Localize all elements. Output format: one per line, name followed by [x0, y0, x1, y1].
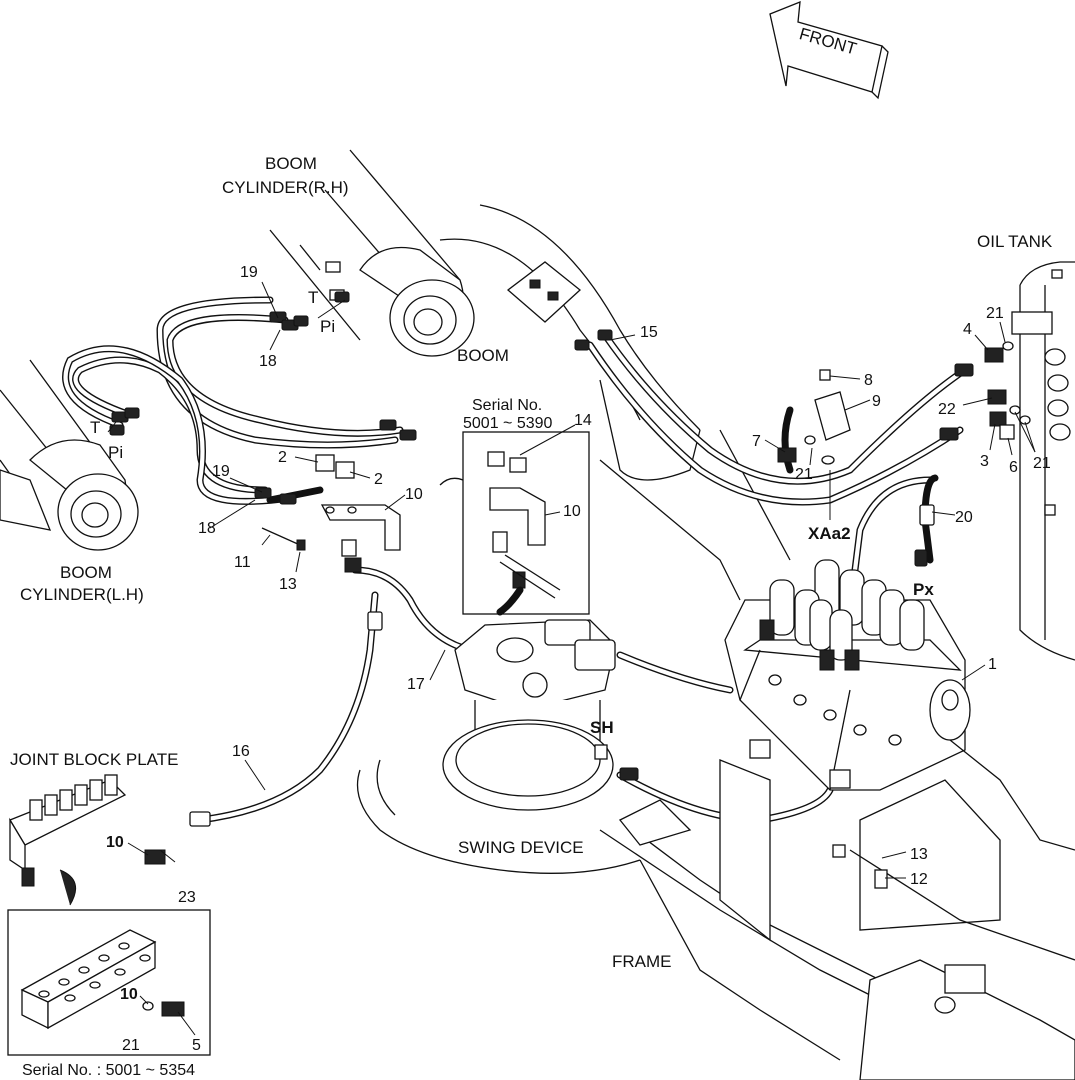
- boom-cyl-rh-label-2: CYLINDER(R.H): [222, 178, 349, 197]
- callout-11: 11: [234, 554, 251, 571]
- callout-6: 6: [1009, 459, 1018, 476]
- callout-2a: 2: [278, 449, 287, 466]
- callout-19b: 19: [212, 463, 230, 480]
- swing-device: [356, 619, 641, 874]
- port-xaa2: XAa2: [808, 524, 851, 543]
- callout-1: 1: [988, 656, 997, 673]
- port-t-left: T: [90, 418, 100, 437]
- callout-12: 12: [910, 871, 928, 888]
- callout-15: 15: [640, 324, 658, 341]
- callout-5: 5: [192, 1037, 201, 1054]
- callout-21c: 21: [1033, 455, 1051, 472]
- callout-9: 9: [872, 393, 881, 410]
- fittings: [109, 291, 974, 827]
- serial-box-label-1: Serial No.: [472, 397, 542, 414]
- callout-14: 14: [574, 412, 592, 429]
- callout-17: 17: [407, 676, 425, 693]
- callout-numbers: 1 2 2 3 4 5 6 7 8 9 10 10 10 10 11 12 13…: [106, 264, 1051, 1054]
- boom-cyl-rh-label-1: BOOM: [265, 154, 317, 173]
- boom-cyl-lh-label-2: CYLINDER(L.H): [20, 585, 144, 604]
- serial-box-label-2: 5001 ~ 5390: [463, 415, 553, 432]
- tee-fittings: [261, 454, 401, 573]
- callout-2b: 2: [374, 471, 383, 488]
- callout-19a: 19: [240, 264, 258, 281]
- tank-fittings: [984, 341, 1031, 440]
- callout-18a: 18: [259, 353, 277, 370]
- callout-3: 3: [980, 453, 989, 470]
- callout-21a: 21: [986, 305, 1004, 322]
- callout-16: 16: [232, 743, 250, 760]
- callout-10b: 10: [563, 503, 581, 520]
- port-pi-top: Pi: [320, 317, 335, 336]
- callout-10d: 10: [120, 986, 138, 1003]
- swing-device-label: SWING DEVICE: [458, 838, 584, 857]
- detail-pointer-2: [59, 869, 77, 906]
- detail-pointer: [439, 477, 464, 486]
- oil-tank: [1011, 261, 1075, 661]
- boom-cylinder-lh: [0, 359, 139, 551]
- boom-label: BOOM: [457, 346, 509, 365]
- callout-7: 7: [752, 433, 761, 450]
- serial-bottom-label: Serial No. : 5001 ~ 5354: [22, 1062, 195, 1079]
- port-sh: SH: [590, 718, 614, 737]
- port-px: Px: [913, 580, 934, 599]
- callout-8: 8: [864, 372, 873, 389]
- callout-20: 20: [955, 509, 973, 526]
- joint-block-detail-box: [7, 909, 211, 1056]
- boom-cyl-lh-label-1: BOOM: [60, 563, 112, 582]
- callout-21b: 21: [795, 466, 813, 483]
- oil-tank-label: OIL TANK: [977, 232, 1053, 251]
- port-pi-left: Pi: [108, 443, 123, 462]
- callout-10c: 10: [106, 834, 124, 851]
- frame-label: FRAME: [612, 952, 672, 971]
- joint-block-plate-label: JOINT BLOCK PLATE: [10, 750, 178, 769]
- callout-21d: 21: [122, 1037, 140, 1054]
- callout-22: 22: [938, 401, 956, 418]
- front-arrow: FRONT: [769, 0, 889, 100]
- joint-block-plate: [9, 774, 166, 887]
- callout-18b: 18: [198, 520, 216, 537]
- hoses: [62, 296, 969, 824]
- serial-detail-box: [462, 431, 590, 616]
- callout-23: 23: [178, 889, 196, 906]
- callout-13a: 13: [279, 576, 297, 593]
- frame: [599, 739, 1075, 1080]
- valve-block-9: [777, 369, 851, 465]
- callout-13b: 13: [910, 846, 928, 863]
- leader-lines: [107, 281, 1036, 1036]
- port-t-top: T: [308, 288, 318, 307]
- text-labels: BOOM CYLINDER(R.H) BOOM CYLINDER(L.H) BO…: [10, 154, 1053, 1079]
- main-control-valve: [724, 559, 971, 791]
- callout-10a: 10: [405, 486, 423, 503]
- callout-4: 4: [963, 321, 972, 338]
